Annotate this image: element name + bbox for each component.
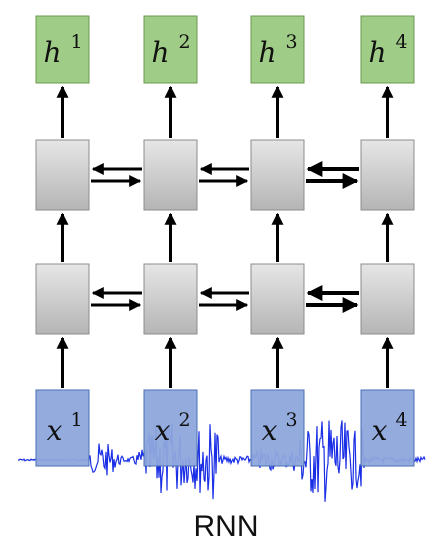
- diagram-caption: RNN: [194, 510, 259, 543]
- hidden-cell-row1-col2: [143, 139, 198, 211]
- output-box-1: [35, 15, 90, 84]
- input-superscript-3: 3: [286, 409, 298, 431]
- input-box-4: [360, 389, 415, 467]
- output-label-2: h: [151, 36, 169, 69]
- output-superscript-2: 2: [179, 31, 191, 53]
- output-label-1: h: [43, 36, 61, 69]
- output-box-2: [143, 15, 198, 84]
- hidden-cell-row2-col4: [360, 263, 415, 335]
- hidden-layers: [35, 139, 415, 335]
- hidden-cell-row2-col3: [250, 263, 305, 335]
- output-superscript-1: 1: [71, 31, 83, 53]
- input-box-3: [250, 389, 305, 467]
- hidden-cell-row2-col1: [35, 263, 90, 335]
- input-superscript-1: 1: [71, 409, 83, 431]
- output-superscript-4: 4: [396, 31, 408, 53]
- hidden-cell-row1-col1: [35, 139, 90, 211]
- input-label-3: x: [262, 414, 278, 447]
- output-box-3: [250, 15, 305, 84]
- input-box-2: [143, 389, 198, 467]
- input-label-1: x: [47, 414, 63, 447]
- input-superscript-4: 4: [396, 409, 408, 431]
- input-box-1: [35, 389, 90, 467]
- input-label-4: x: [372, 414, 388, 447]
- output-superscript-3: 3: [286, 31, 298, 53]
- hidden-cell-row2-col2: [143, 263, 198, 335]
- input-label-2: x: [155, 414, 171, 447]
- output-label-3: h: [258, 36, 276, 69]
- hidden-cell-row1-col3: [250, 139, 305, 211]
- output-label-4: h: [368, 36, 386, 69]
- input-superscript-2: 2: [179, 409, 191, 431]
- output-box-4: [360, 15, 415, 84]
- hidden-cell-row1-col4: [360, 139, 415, 211]
- arrows: [56, 85, 394, 388]
